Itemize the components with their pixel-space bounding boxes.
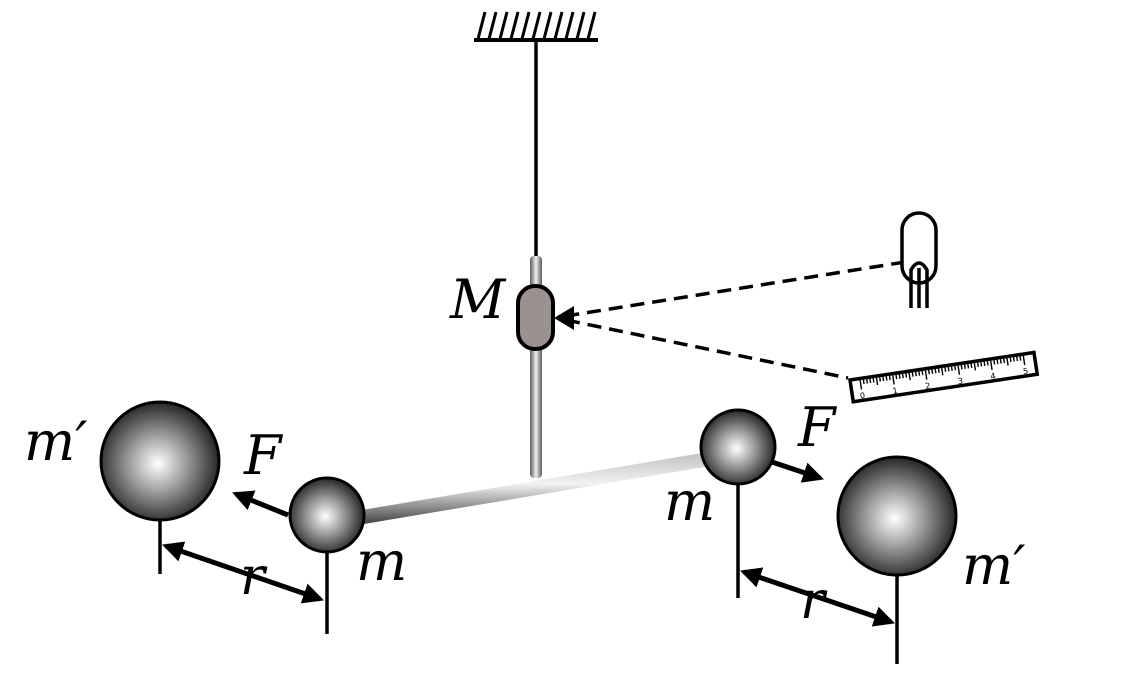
scale-tick	[872, 377, 875, 383]
scale-ruler: 0 1 2 3 4 5	[848, 350, 1040, 404]
scale-tick	[986, 360, 989, 366]
scale-tick	[905, 372, 908, 378]
scale-tick	[885, 375, 888, 381]
force-arrow-right	[771, 459, 824, 483]
ceiling-support	[474, 11, 598, 42]
scale-tick	[914, 371, 917, 377]
label-small-mass-left: m	[356, 530, 407, 593]
scale-tick	[1012, 356, 1015, 362]
scale-tick	[1016, 355, 1019, 362]
scale-tick	[996, 358, 999, 365]
scale-tick	[944, 366, 947, 372]
scale-tick	[983, 360, 986, 367]
scale-tick	[911, 371, 914, 377]
scale-tick	[924, 369, 928, 380]
scale-tick	[973, 362, 977, 371]
scale-tick	[865, 378, 868, 384]
scale-tick	[953, 365, 957, 371]
scale-tick	[950, 365, 953, 371]
label-force-left: F	[243, 424, 284, 487]
large-sphere-right	[836, 455, 958, 577]
scale-tick	[869, 377, 872, 384]
label-distance-left: r	[240, 547, 268, 607]
scale-tick	[895, 374, 898, 380]
scale-tick	[1019, 355, 1022, 361]
label-mirror-mass: M	[449, 268, 507, 331]
scale-tick	[993, 359, 996, 365]
scale-tick	[921, 370, 924, 376]
scale-tick	[918, 370, 921, 376]
light-beams	[565, 260, 906, 380]
scale-tick	[999, 358, 1002, 364]
scale-ticks	[859, 355, 1026, 390]
scale-tick	[957, 364, 961, 375]
scale-number-4: 4	[990, 371, 996, 381]
lamp-icon	[900, 211, 938, 308]
label-large-mass-right: m′	[962, 534, 1025, 597]
scale-tick	[1009, 356, 1012, 363]
scale-tick	[989, 359, 993, 370]
scale-tick	[878, 376, 882, 382]
scale-tick	[1002, 357, 1006, 364]
scale-tick	[931, 368, 934, 374]
small-sphere-right	[699, 408, 777, 486]
scale-number-2: 2	[925, 381, 931, 391]
distance-arrow-right	[740, 567, 895, 627]
scale-number-0: 0	[859, 391, 865, 401]
balance-rod	[350, 450, 722, 526]
scale-tick	[901, 373, 904, 379]
scale-tick	[1006, 357, 1009, 366]
scale-tick	[898, 373, 901, 379]
scale-tick	[934, 368, 937, 374]
scale-tick	[888, 375, 891, 381]
scale-tick	[891, 374, 895, 385]
scale-number-1: 1	[892, 386, 898, 396]
scale-tick	[976, 361, 979, 367]
scale-tick	[970, 362, 973, 368]
scale-tick	[937, 367, 940, 373]
scale-tick	[980, 361, 983, 367]
scale-tick	[960, 364, 963, 370]
distance-arrow-left	[162, 541, 324, 604]
small-sphere-left	[288, 476, 366, 554]
scale-tick	[967, 363, 970, 369]
hatched-support-icon	[476, 11, 597, 40]
scale-tick	[927, 369, 931, 375]
scale-number-3: 3	[957, 376, 963, 386]
force-arrow-left	[232, 490, 289, 518]
label-large-mass-left: m′	[24, 410, 87, 473]
scale-tick	[963, 363, 966, 369]
scale-tick	[947, 366, 950, 372]
label-distance-right: r	[800, 571, 828, 631]
scale-number-5: 5	[1022, 367, 1028, 377]
scale-tick	[875, 376, 879, 386]
large-sphere-left	[99, 400, 221, 522]
mirror	[516, 284, 555, 351]
scale-tick	[908, 372, 911, 381]
incident-beam	[565, 260, 906, 318]
scale-tick	[1022, 355, 1026, 366]
scale-tick	[859, 379, 863, 390]
beam-arrowhead	[554, 306, 574, 330]
reflected-beam	[565, 318, 849, 380]
scale-tick	[862, 378, 865, 385]
label-small-mass-right: m	[664, 470, 715, 533]
label-force-right: F	[797, 396, 838, 459]
scale-tick	[882, 375, 885, 382]
scale-tick	[940, 367, 944, 376]
